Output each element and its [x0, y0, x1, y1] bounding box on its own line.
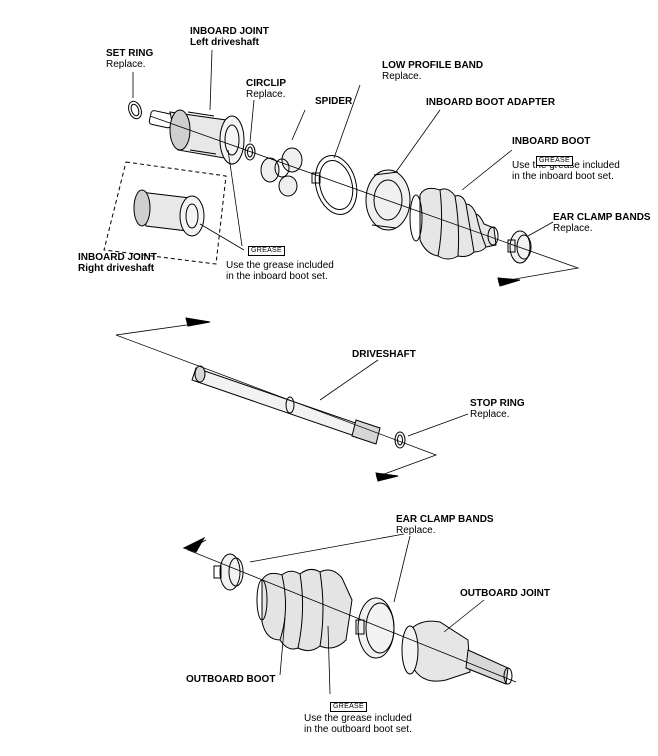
label-inboard-joint-right: INBOARD JOINT Right driveshaft [78, 252, 157, 274]
inboard-boot-title: INBOARD BOOT [512, 136, 591, 147]
outboard-boot-title: OUTBOARD BOOT [186, 674, 276, 685]
label-ear-clamp-bands-top: EAR CLAMP BANDS Replace. [553, 212, 651, 234]
low-profile-band-part [311, 155, 358, 215]
circlip-title: CIRCLIP [246, 78, 286, 89]
ear-clamp-band-bottom-left-part [213, 553, 244, 591]
label-driveshaft: DRIVESHAFT [352, 349, 416, 360]
ear-clamp-bands-top-sub: Replace. [553, 223, 593, 234]
grease-note-inboard-line1: Use the grease included [226, 260, 334, 271]
driveshaft-title: DRIVESHAFT [352, 349, 416, 360]
set-ring-sub: Replace. [106, 59, 146, 70]
inboard-boot-adapter-title: INBOARD BOOT ADAPTER [426, 97, 556, 108]
label-inboard-joint-left: INBOARD JOINT Left driveshaft [190, 26, 269, 48]
right-driveshaft-inset [103, 161, 227, 265]
label-outboard-joint: OUTBOARD JOINT [460, 588, 550, 599]
label-grease-note-outboard: Use the grease included in the outboard … [304, 713, 412, 735]
outboard-joint-part [401, 620, 513, 685]
inboard-joint-left-subtitle: Left driveshaft [190, 37, 259, 48]
set-ring-part [128, 100, 142, 120]
ear-clamp-band-bottom-right-part [355, 597, 395, 659]
spider-part [260, 147, 303, 197]
set-ring-title: SET RING [106, 48, 154, 59]
inboard-joint-right-title: INBOARD JOINT [78, 252, 157, 263]
stop-ring-sub: Replace. [470, 409, 510, 420]
spider-title: SPIDER [315, 96, 353, 107]
ear-clamp-bands-top-title: EAR CLAMP BANDS [553, 212, 651, 223]
inboard-joint-left-part [148, 109, 245, 165]
grease-tag-outboard-boot: GREASE [330, 702, 367, 712]
circlip-sub: Replace. [246, 89, 286, 100]
label-spider: SPIDER [315, 96, 352, 107]
grease-note-inboard-line2: in the inboard boot set. [226, 271, 328, 282]
label-low-profile-band: LOW PROFILE BAND Replace. [382, 60, 483, 82]
label-stop-ring: STOP RING Replace. [470, 398, 525, 420]
low-profile-band-title: LOW PROFILE BAND [382, 60, 484, 71]
outboard-joint-title: OUTBOARD JOINT [460, 588, 550, 599]
outboard-boot-part [256, 568, 353, 652]
label-set-ring: SET RING Replace. [106, 48, 153, 70]
inboard-joint-right-subtitle: Right driveshaft [78, 263, 155, 274]
inboard-boot-adapter-part [365, 169, 411, 231]
low-profile-band-sub: Replace. [382, 71, 422, 82]
circlip-part [244, 143, 256, 161]
label-grease-note-inboard: Use the grease included in the inboard b… [226, 260, 334, 282]
grease-note-outboard-line2: in the outboard boot set. [304, 724, 412, 735]
label-ear-clamp-bands-bottom: EAR CLAMP BANDS Replace. [396, 514, 494, 536]
ear-clamp-bands-bottom-sub: Replace. [396, 525, 436, 536]
inboard-joint-left-title: INBOARD JOINT [190, 26, 269, 37]
inboard-boot-note-line2: in the inboard boot set. [512, 171, 614, 182]
stop-ring-title: STOP RING [470, 398, 525, 409]
grease-tag-inboard-joint: GREASE [248, 246, 285, 256]
label-circlip: CIRCLIP Replace. [246, 78, 286, 100]
grease-note-outboard-line1: Use the grease included [304, 713, 412, 724]
grease-tag-inboard-boot: GREASE [536, 156, 573, 166]
label-inboard-boot-adapter: INBOARD BOOT ADAPTER [426, 97, 555, 108]
label-outboard-boot: OUTBOARD BOOT [186, 674, 275, 685]
ear-clamp-bands-bottom-title: EAR CLAMP BANDS [396, 514, 494, 525]
